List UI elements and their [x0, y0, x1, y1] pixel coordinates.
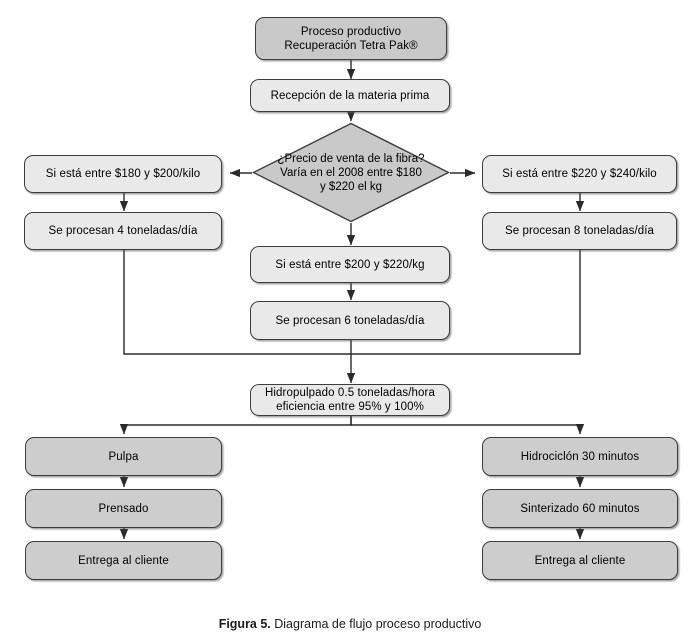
node-procesan-6-toneladas[interactable]: Se procesan 6 toneladas/día [250, 301, 450, 340]
node-decision-precio-fibra[interactable]: ¿Precio de venta de la fibra? Varía en e… [252, 122, 450, 223]
node-hidrociclon[interactable]: Hidrociclón 30 minutos [482, 437, 678, 476]
figure-caption: Figura 5. Diagrama de flujo proceso prod… [0, 617, 700, 631]
node-rango-180-200-label: Si está entre $180 y $200/kilo [45, 168, 201, 180]
node-procesan-4-toneladas-label: Se procesan 4 toneladas/día [48, 225, 198, 237]
diamond-shape [252, 122, 450, 223]
node-pulpa-label: Pulpa [108, 450, 139, 463]
figure-caption-text: Diagrama de flujo proceso productivo [270, 617, 482, 631]
node-proceso-productivo[interactable]: Proceso productivo Recuperación Tetra Pa… [255, 17, 447, 60]
node-pulpa[interactable]: Pulpa [25, 437, 222, 476]
node-sinterizado[interactable]: Sinterizado 60 minutos [482, 489, 678, 528]
edge-hidropulpado-hidrociclon [350, 416, 585, 435]
node-rango-220-240[interactable]: Si está entre $220 y $240/kilo [482, 155, 677, 193]
node-prensado-label: Prensado [98, 502, 149, 515]
node-hidropulpado[interactable]: Hidropulpado 0.5 toneladas/hora eficienc… [250, 384, 450, 416]
node-proceso-productivo-text: Proceso productivo Recuperación Tetra Pa… [272, 25, 429, 53]
edge-hidropulpado-pulpa [119, 416, 352, 435]
node-hidrociclon-label: Hidrociclón 30 minutos [520, 450, 640, 463]
node-prensado[interactable]: Prensado [25, 489, 222, 528]
node-recepcion-materia-prima-label: Recepción de la materia prima [270, 89, 430, 102]
node-entrega-al-cliente-izquierda[interactable]: Entrega al cliente [25, 541, 222, 580]
node-decision-line2: Varía en el 2008 entre $180 [280, 166, 422, 179]
node-rango-200-220[interactable]: Si está entre $200 y $220/kg [250, 246, 450, 283]
node-entrega-al-cliente-derecha[interactable]: Entrega al cliente [482, 541, 678, 580]
node-procesan-6-toneladas-label: Se procesan 6 toneladas/día [275, 314, 425, 327]
node-procesan-8-toneladas-label: Se procesan 8 toneladas/día [504, 225, 655, 237]
node-hidropulpado-text: Hidropulpado 0.5 toneladas/hora eficienc… [253, 386, 447, 414]
node-rango-180-200[interactable]: Si está entre $180 y $200/kilo [24, 155, 222, 193]
node-decision-precio-fibra-text: ¿Precio de venta de la fibra? Varía en e… [252, 152, 450, 194]
node-procesan-8-toneladas[interactable]: Se procesan 8 toneladas/día [482, 212, 677, 250]
node-hidropulpado-line1: Hidropulpado 0.5 toneladas/hora [265, 387, 435, 399]
node-rango-200-220-label: Si está entre $200 y $220/kg [275, 258, 425, 271]
node-proceso-productivo-line2: Recuperación Tetra Pak® [284, 39, 418, 52]
node-entrega-al-cliente-derecha-label: Entrega al cliente [534, 554, 626, 567]
node-hidropulpado-line2: eficiencia entre 95% y 100% [276, 401, 424, 413]
figure-caption-label: Figura 5. [218, 617, 271, 631]
node-decision-line3: y $220 el kg [319, 180, 382, 193]
node-proceso-productivo-line1: Proceso productivo [300, 25, 402, 38]
node-sinterizado-label: Sinterizado 60 minutos [520, 502, 640, 515]
node-decision-line1: ¿Precio de venta de la fibra? [277, 152, 425, 165]
node-recepcion-materia-prima[interactable]: Recepción de la materia prima [250, 79, 450, 112]
node-procesan-4-toneladas[interactable]: Se procesan 4 toneladas/día [24, 212, 222, 250]
node-rango-220-240-label: Si está entre $220 y $240/kilo [502, 168, 657, 180]
node-entrega-al-cliente-izquierda-label: Entrega al cliente [78, 554, 169, 567]
